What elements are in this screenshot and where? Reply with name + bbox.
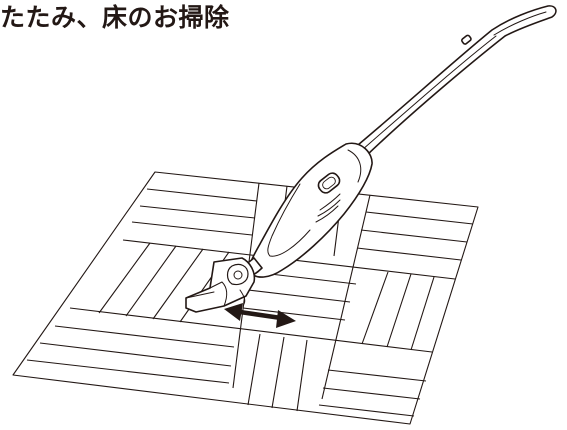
floor-block-middle-left xyxy=(98,242,230,323)
vacuum-nozzle xyxy=(185,257,256,313)
floor-grid-line-v2 xyxy=(321,194,371,400)
double-headed-arrow-icon xyxy=(224,303,296,328)
parquet-floor xyxy=(12,171,479,425)
vacuum-switch-inner xyxy=(322,176,336,190)
vacuum-handle-button xyxy=(461,34,472,45)
floor-block-top-right xyxy=(356,211,474,261)
vacuum-handle-inner xyxy=(493,11,547,36)
vacuum-pipe-groove xyxy=(361,35,497,151)
vacuum-body xyxy=(248,142,373,278)
vacuum-body-curve xyxy=(347,149,362,183)
floor-outline xyxy=(12,171,479,425)
floor-grid-line-h2 xyxy=(69,307,433,353)
vacuum-dust-cup xyxy=(267,183,311,257)
stick-vacuum xyxy=(185,5,557,313)
floor-block-bottom-right xyxy=(318,369,427,417)
floor-block-bottom-middle xyxy=(247,333,308,412)
vacuum-pipe xyxy=(351,5,557,157)
vacuum-vents xyxy=(315,193,341,223)
floor-block-middle-right xyxy=(361,271,435,351)
section-heading: たたみ、床のお掃除 xyxy=(0,3,230,32)
floor-block-top-left xyxy=(131,188,258,236)
floor-block-bottom-left xyxy=(26,325,235,384)
